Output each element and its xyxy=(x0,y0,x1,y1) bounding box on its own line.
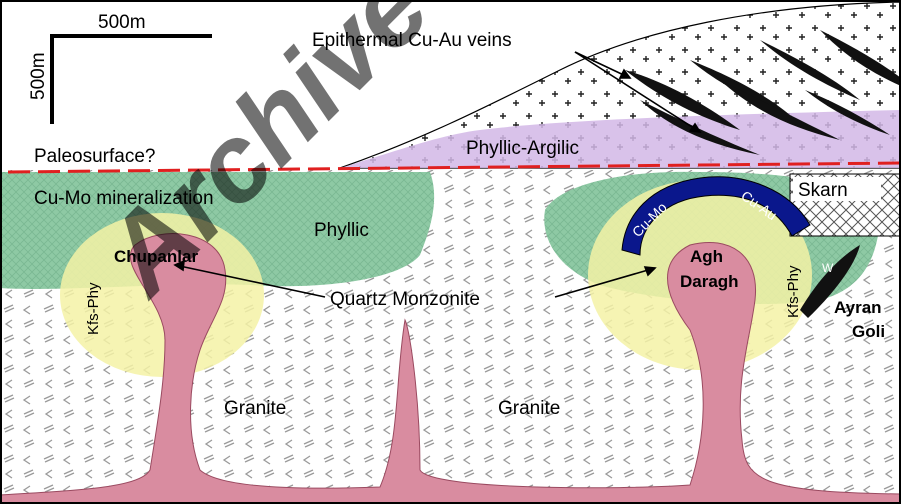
w-label: W xyxy=(822,261,834,275)
daragh-label: Daragh xyxy=(680,272,739,291)
ayran-label: Ayran xyxy=(834,298,882,317)
granite-right-label: Granite xyxy=(498,398,560,419)
scale-horizontal-label: 500m xyxy=(98,12,146,33)
kfs-phy-right-label: Kfs-Phy xyxy=(785,265,802,318)
agh-label: Agh xyxy=(690,247,723,266)
skarn-label: Skarn xyxy=(798,180,848,201)
quartz-monzonite-label: Quartz Monzonite xyxy=(330,289,480,310)
kfs-phy-left-label: Kfs-Phy xyxy=(85,282,102,335)
scale-vertical-label: 500m xyxy=(28,52,49,100)
goli-label: Goli xyxy=(852,322,885,341)
chupanlar-label: Chupanlar xyxy=(114,247,198,266)
paleosurface-label: Paleosurface? xyxy=(34,146,155,167)
epithermal-label: Epithermal Cu-Au veins xyxy=(312,30,512,51)
phyllic-argilic-label: Phyllic-Argilic xyxy=(466,138,579,159)
granite-left-label: Granite xyxy=(224,398,286,419)
cu-mo-mineralization-label: Cu-Mo mineralization xyxy=(34,188,214,209)
phyllic-label: Phyllic xyxy=(314,220,369,241)
